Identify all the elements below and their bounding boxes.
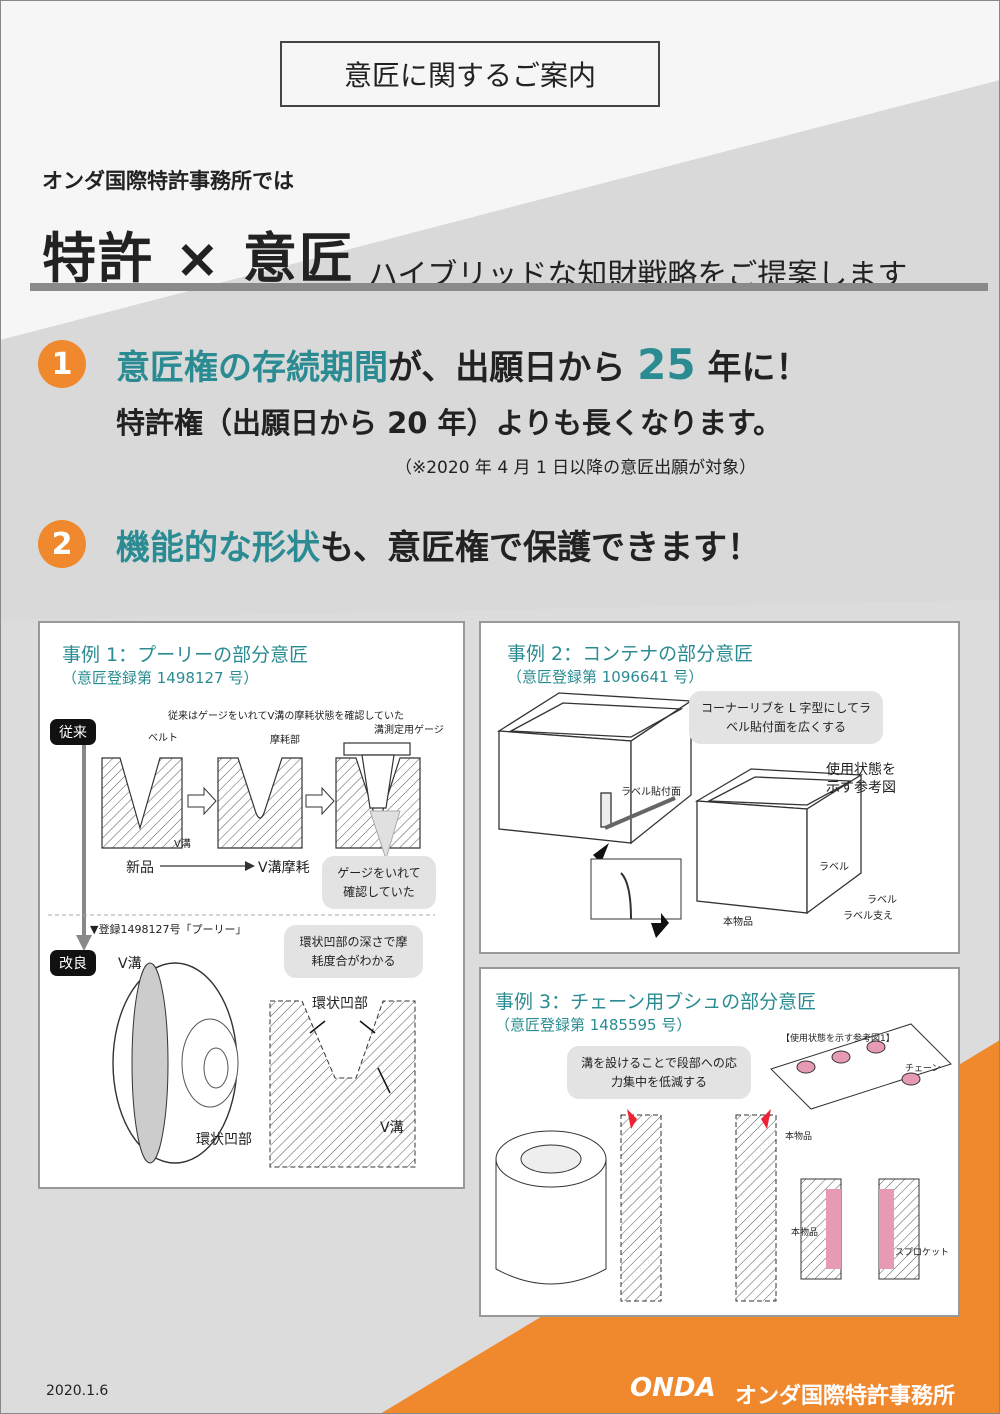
case-2-label-holder: ラベル支え [843,911,893,922]
point-1-text-b: 年に！ [695,348,810,388]
case-1-ring-bubble: 環状凹部の深さで摩耗度合がわかる [284,925,423,979]
case-1-panel: 事例 1：プーリーの部分意匠 （意匠登録第 1498127 号） 従来はゲージを… [38,621,465,1189]
hero-headline: 特許 × 意匠 [42,227,355,290]
point-2-number: 2 [38,520,86,568]
case-2-label-2: ラベル [867,895,897,906]
page-title: 意匠に関するご案内 [280,41,660,107]
point-2-text: も、意匠権で保護できます！ [320,528,761,568]
case-1-caption: 従来はゲージをいれてV溝の摩耗状態を確認していた [168,711,405,722]
case-1-ring-label: 環状凹部 [312,996,368,1012]
case-1-title: 事例 1：プーリーの部分意匠 [62,644,309,666]
case-1-belt-label: ベルト [148,733,178,744]
case-1-gauge-bubble: ゲージをいれて確認していた [322,856,436,910]
firm-name: オンダ国際特許事務所 [735,1384,956,1409]
case-3-panel: 事例 3：チェーン用ブシュの部分意匠 （意匠登録第 1485595 号） 溝を設… [479,967,960,1317]
case-3-item-label: 本物品 [785,1132,813,1142]
case-2-label: ラベル [819,862,849,873]
case-1-illustration [48,742,435,1168]
point-2-headline: 機能的な形状も、意匠権で保護できます！ [116,520,761,569]
case-1-v-bottom-label: V溝 [380,1120,404,1136]
case-3-bubble: 溝を設けることで段部への応力集中を低減する [567,1046,751,1100]
footer-date: 2020.1.6 [46,1383,109,1399]
point-1-number: 1 [38,340,86,388]
case-3-illustration [495,1023,952,1302]
point-1-text-a: が、出願日から [388,348,638,388]
case-3-registration: （意匠登録第 1485595 号） [495,1016,692,1034]
case-2-label-face: ラベル貼付面 [621,787,681,798]
case-3-ref-label: 【使用状態を示す参考図1】 [781,1034,895,1044]
point-1-detail: 特許権（出願日から 20 年）よりも長くなります。 [116,406,783,440]
case-1-tag-before: 従来 [50,719,96,745]
logo-mark: ONDA [630,1373,716,1403]
case-1-worn-label: V溝摩耗 [258,860,310,876]
case-3-chain-label: チェーン [905,1064,941,1074]
case-3-sprocket-label: スプロケット [895,1248,950,1258]
point-1-note: （※2020 年 4 月 1 日以降の意匠出願が対象） [395,458,757,478]
case-1-tag-after: 改良 [50,950,96,976]
case-2-item: 本物品 [723,917,753,928]
point-1-headline: 意匠権の存続期間が、出願日から 25 年に！ [116,340,809,389]
intro-text: オンダ国際特許事務所では [42,169,294,193]
case-2-title: 事例 2：コンテナの部分意匠 [507,643,754,665]
case-3-item-label-2: 本物品 [791,1228,819,1238]
case-1-vgroove-label: V溝 [174,839,191,850]
case-1-gauge-label: 溝測定用ゲージ [374,725,444,736]
case-1-registration: （意匠登録第 1498127 号） [62,669,259,687]
case-2-illustration [496,692,864,938]
case-3-title: 事例 3：チェーン用ブシュの部分意匠 [495,991,817,1013]
case-2-panel: 事例 2：コンテナの部分意匠 （意匠登録第 1096641 号） コーナーリブを… [479,621,960,954]
case-2-bubble: コーナーリブを L 字型にしてラベル貼付面を広くする [689,691,883,745]
case-1-wear-label: 摩耗部 [270,735,300,746]
case-1-v-top-label: V溝 [118,956,142,972]
point-1-years: 25 [637,340,696,389]
case-2-registration: （意匠登録第 1096641 号） [507,668,704,686]
case-1-new-label: 新品 [126,860,154,876]
case-1-ring-label-2: 環状凹部 [196,1132,252,1148]
hero-underline [30,283,988,291]
point-2-highlight: 機能的な形状 [116,528,320,568]
point-1-highlight: 意匠権の存続期間 [116,348,388,388]
case-1-reg-label: ▼登録1498127号「プーリー」 [90,923,247,936]
case-2-usage-label: 使用状態を示す参考図 [826,762,896,797]
